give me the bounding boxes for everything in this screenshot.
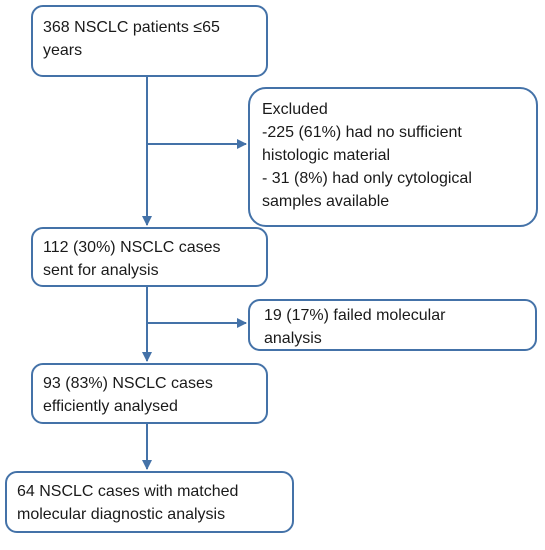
box-efficiently-analysed: 93 (83%) NSCLC cases efficiently analyse… bbox=[31, 363, 268, 424]
box-matched-analysis: 64 NSCLC cases with matched molecular di… bbox=[5, 471, 294, 533]
box-excluded: Excluded -225 (61%) had no sufficient hi… bbox=[248, 87, 538, 227]
box-eligible-patients: 368 NSCLC patients ≤65 years bbox=[31, 5, 268, 77]
box-failed-analysis: 19 (17%) failed molecular analysis bbox=[248, 299, 537, 351]
box-sent-for-analysis: 112 (30%) NSCLC cases sent for analysis bbox=[31, 227, 268, 287]
